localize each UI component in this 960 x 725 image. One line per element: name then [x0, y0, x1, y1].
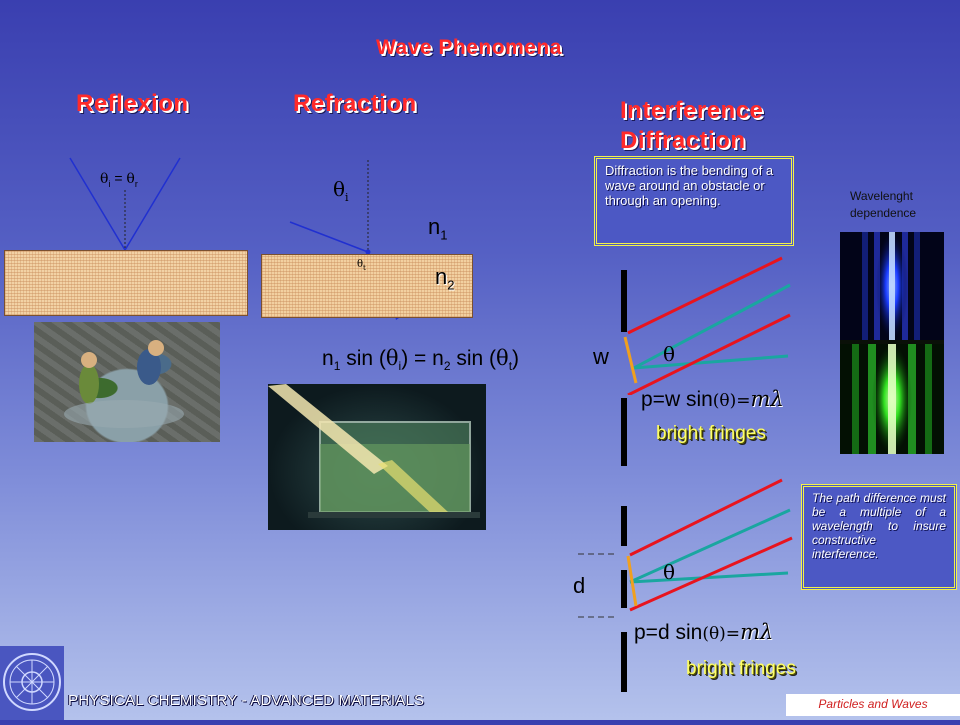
upper-teal-ray [629, 508, 791, 584]
refraction-tank-photo [268, 384, 486, 530]
reflected-ray [124, 157, 181, 251]
upper-red-ray [629, 478, 783, 557]
path-difference-note: The path difference must be a multiple o… [801, 484, 957, 590]
kids-puddle-photo [34, 322, 220, 442]
single-slit-bright-fringes: bright fringes [656, 423, 766, 444]
n1-label: n1 [428, 214, 448, 243]
incident-ray [289, 221, 369, 253]
slit-width-label: w [593, 344, 609, 369]
path-difference-marker [626, 555, 638, 607]
n2-label: n2 [435, 264, 455, 293]
double-slit-bottom-barrier [621, 632, 627, 692]
interference-heading: Interference [620, 97, 764, 124]
double-slit-rays [578, 478, 793, 618]
theta-t-label: θt [357, 259, 366, 272]
single-slit-theta: θ [663, 342, 676, 366]
reflexion-heading: Reflexion [76, 90, 189, 117]
lower-red-ray [629, 536, 793, 612]
double-slit-top-barrier [621, 506, 627, 546]
wavelength-label: Wavelenght dependence [850, 189, 917, 220]
single-slit-lower-barrier [621, 398, 627, 466]
refraction-medium [261, 254, 473, 318]
diffraction-spectrum-image [840, 232, 944, 454]
lower-red-ray [627, 313, 791, 395]
single-slit-upper-barrier [621, 270, 627, 332]
single-slit-equation: p=w sin(θ)=mλ [641, 387, 784, 411]
double-slit-middle-barrier [621, 570, 627, 608]
reflexion-surface [4, 250, 248, 316]
double-slit-bright-fringes: bright fringes [686, 658, 796, 679]
path-difference-marker [623, 336, 638, 384]
page-title: Wave Phenomena [376, 36, 562, 59]
upper-teal-ray [633, 283, 791, 370]
reflexion-angle-label: θi = θr [100, 170, 138, 189]
theta-i-label: θi [333, 177, 349, 204]
lower-teal-ray [629, 571, 789, 584]
refraction-heading: Refraction [293, 90, 417, 117]
diffraction-definition-box: Diffraction is the bending of a wave aro… [594, 156, 794, 246]
upper-red-ray [627, 256, 783, 335]
university-seal-logo [0, 646, 64, 720]
reflexion-rays [69, 157, 181, 251]
incidence-point [365, 249, 371, 255]
diffraction-heading: Diffraction [620, 127, 746, 154]
footer-topic-badge: Particles and Waves [786, 694, 960, 716]
lower-teal-ray [633, 354, 789, 370]
snell-law-equation: n1 sin (θi) = n2 sin (θt) [322, 346, 520, 374]
single-slit-rays [623, 256, 791, 395]
double-slit-equation: p=d sin(θ)=mλ [634, 620, 774, 644]
double-slit-theta: θ [663, 560, 676, 584]
slit-separation-label: d [573, 573, 586, 598]
incident-ray [69, 157, 126, 251]
footer-course-title: PHYSICAL CHEMISTRY - ADVANCED MATERIALS [68, 692, 425, 709]
